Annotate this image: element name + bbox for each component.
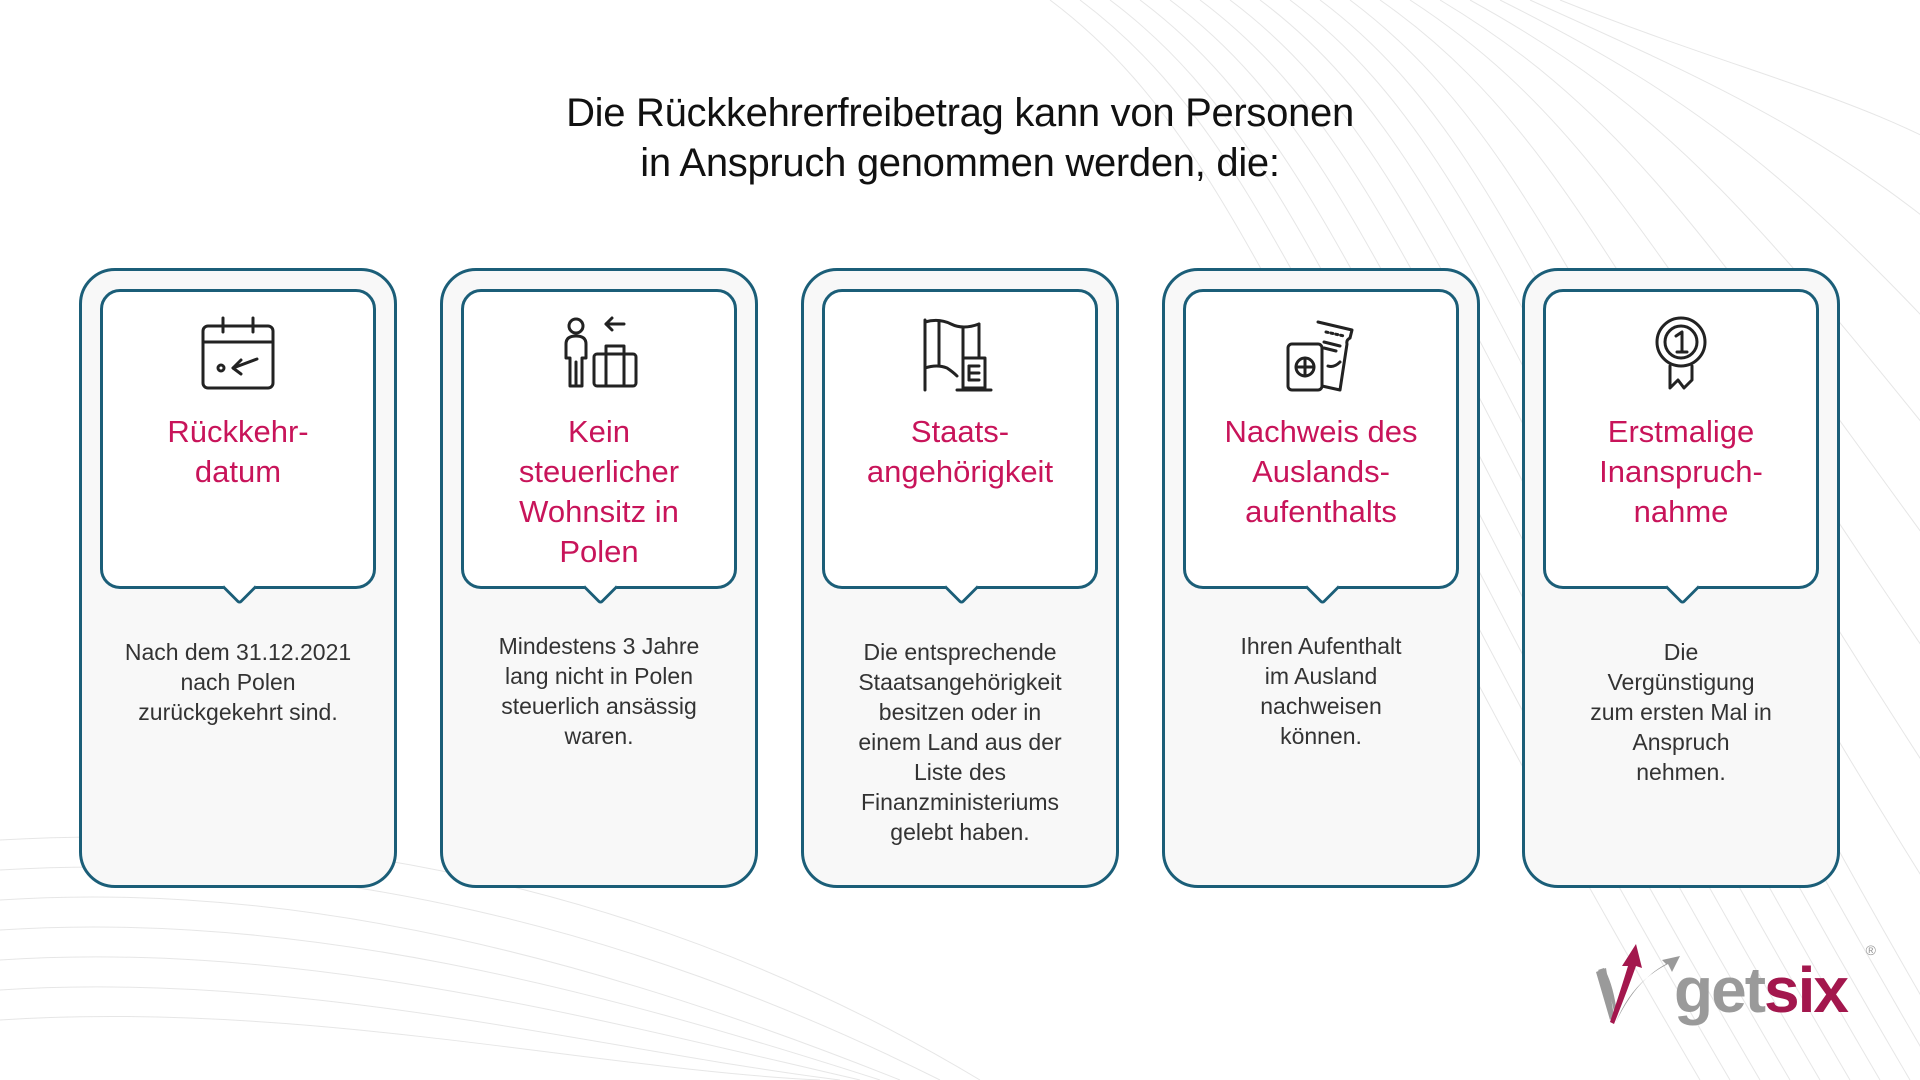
card-description: Ihren Aufenthalt im Ausland nachweisen k… [1240, 633, 1402, 749]
pointer-notch [582, 569, 619, 606]
pointer-notch [221, 569, 258, 606]
card-description: Nach dem 31.12.2021 nach Polen zurückgek… [124, 639, 352, 725]
card-description: Die entsprechende Staatsangehörigkeit be… [858, 639, 1062, 845]
card-title: Staats- angehörigkeit [866, 414, 1054, 489]
card-nachweis-auslandsaufenthalt: Nachweis des Auslands- aufenthalts Ihren… [1162, 268, 1480, 888]
logo-wordmark: getsix [1674, 954, 1849, 1026]
logo-arrows-icon [1596, 944, 1680, 1024]
card-staatsangehoerigkeit: Staats- angehörigkeit Die entsprechende … [801, 268, 1119, 888]
passport-ticket-icon [1278, 312, 1364, 398]
pointer-notch [1304, 569, 1341, 606]
title-line-2: in Anspruch genommen werden, die: [640, 141, 1280, 185]
card-title: Erstmalige Inanspruch- nahme [1599, 414, 1763, 529]
pointer-notch [1664, 569, 1701, 606]
card-header-box: Rückkehr- datum [100, 289, 376, 606]
first-place-medal-icon [1638, 312, 1724, 398]
page-title: Die Rückkehrerfreibetrag kann von Person… [0, 88, 1920, 188]
flag-document-icon [917, 312, 1003, 398]
card-header-box: Staats- angehörigkeit [822, 289, 1098, 606]
card-rueckkehrdatum: Rückkehr- datum Nach dem 31.12.2021 nach… [79, 268, 397, 888]
card-title: Kein steuerlicher Wohnsitz in Polen [518, 414, 680, 569]
card-title: Rückkehr- datum [167, 414, 309, 489]
card-title: Nachweis des Auslands- aufenthalts [1224, 414, 1418, 529]
person-luggage-icon [556, 312, 642, 398]
getsix-logo: getsix ® [1592, 942, 1882, 1037]
card-kein-wohnsitz: Kein steuerlicher Wohnsitz in Polen Mind… [440, 268, 758, 888]
card-description: Mindestens 3 Jahre lang nicht in Polen s… [498, 633, 700, 749]
pointer-notch [943, 569, 980, 606]
title-line-1: Die Rückkehrerfreibetrag kann von Person… [566, 91, 1354, 135]
card-header-box: Erstmalige Inanspruch- nahme [1543, 289, 1819, 606]
card-erstmalige-inanspruchnahme: Erstmalige Inanspruch- nahme Die Vergüns… [1522, 268, 1840, 888]
calendar-return-icon [195, 312, 281, 398]
card-header-box: Kein steuerlicher Wohnsitz in Polen [461, 289, 737, 606]
registered-mark: ® [1865, 942, 1876, 958]
card-description: Die Vergünstigung zum ersten Mal in Ansp… [1590, 639, 1772, 785]
card-header-box: Nachweis des Auslands- aufenthalts [1183, 289, 1459, 606]
